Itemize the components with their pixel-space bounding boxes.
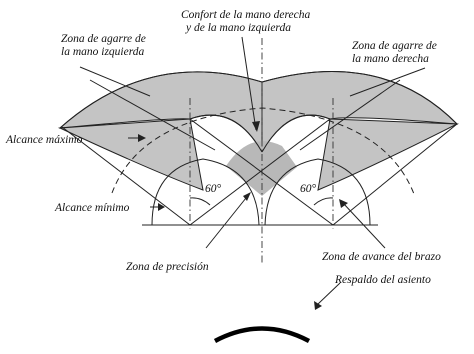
grip-right-label-line2: la mano derecha [352, 53, 429, 65]
precision-zone-label: Zona de precisión [126, 261, 209, 273]
arm-advance-label: Zona de avance del brazo [322, 251, 441, 263]
max-reach-label: Alcance máximo [5, 134, 83, 146]
seat-back-label: Respaldo del asiento [334, 274, 431, 286]
radial-line-left-inner [189, 118, 331, 226]
precision-leader [205, 197, 247, 249]
leader-grip-left [79, 66, 151, 97]
comfort-arc-right [261, 114, 331, 153]
radial-line-left-outer [61, 126, 191, 226]
max-reach-arrowhead [138, 134, 146, 142]
precision-zone [226, 141, 297, 196]
radial-line-right-outer [332, 123, 458, 226]
min-reach-arc-right [264, 158, 371, 226]
arm-zone-left-fill [58, 118, 204, 191]
radial-line-right-inner [189, 118, 334, 226]
leader-grip-right [349, 67, 426, 97]
leader-grip-right-2 [299, 79, 401, 151]
arm-zone-right-fill [317, 118, 459, 191]
comfort-arc-left [189, 114, 263, 153]
grip-left-label-line1: Zona de agarre de [61, 33, 146, 45]
grip-left-label-line2: la mano izquierda [61, 46, 145, 58]
leader-grip-left-2 [89, 79, 216, 151]
seat-back-arc [213, 326, 311, 343]
comfort-label-line1: Confort de la mano derecha [181, 9, 311, 21]
angle-arc-right [313, 197, 334, 206]
min-reach-arc-left [151, 158, 260, 226]
arm-advance-leader [342, 202, 386, 249]
max-reach-dashed-arc [111, 107, 415, 195]
arm-advance-arrowhead [339, 199, 348, 208]
comfort-label-line2: y de la mano izquierda [185, 22, 291, 34]
grip-right-label-line1: Zona de agarre de [352, 40, 437, 52]
comfort-arrowhead [252, 121, 260, 132]
angle-left-label: 60° [205, 183, 222, 195]
angle-arc-left [189, 197, 211, 206]
min-reach-arrowhead [158, 203, 165, 211]
min-reach-label: Alcance mínimo [54, 202, 130, 214]
precision-arrowhead [243, 192, 251, 201]
angle-right-label: 60° [300, 183, 317, 195]
comfort-leader [241, 36, 257, 131]
seat-back-arrowhead [314, 301, 322, 310]
seat-back-leader [317, 282, 341, 305]
